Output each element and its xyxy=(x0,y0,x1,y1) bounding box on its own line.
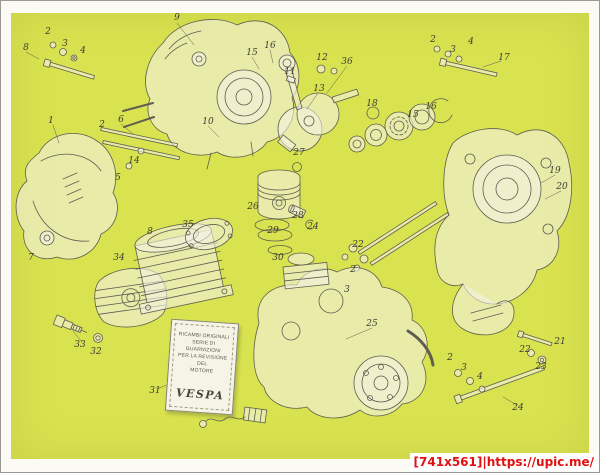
part-callout-5: 5 xyxy=(115,173,121,183)
part-callout-9: 9 xyxy=(174,13,180,23)
part-callout-31: 31 xyxy=(149,386,161,396)
part-callout-8: 8 xyxy=(147,227,153,237)
part-callout-12: 12 xyxy=(316,53,328,63)
gasket-drawing xyxy=(185,217,233,251)
part-callout-33: 33 xyxy=(74,340,86,350)
part-callout-17: 17 xyxy=(498,53,510,63)
part-callout-34: 34 xyxy=(113,253,125,263)
spark-plug-drawing xyxy=(52,314,103,343)
assembled-engine-drawing xyxy=(199,252,435,428)
fan-cover-drawing xyxy=(15,133,118,260)
part-callout-22: 22 xyxy=(352,240,364,250)
part-callout-35: 35 xyxy=(182,220,194,230)
part-callout-27: 27 xyxy=(293,148,305,158)
part-callout-24: 24 xyxy=(512,403,524,413)
part-callout-24: 24 xyxy=(307,222,319,232)
leader-lines xyxy=(25,22,562,406)
piston-drawing xyxy=(254,169,315,255)
part-callout-14: 14 xyxy=(128,156,140,166)
part-callout-21: 21 xyxy=(554,337,566,347)
part-callout-18: 18 xyxy=(366,99,378,109)
part-callout-36: 36 xyxy=(341,57,353,67)
part-callout-20: 20 xyxy=(556,182,568,192)
part-callout-32: 32 xyxy=(90,347,102,357)
watermark: [741x561]|https://upic.me/ xyxy=(409,453,598,471)
part-callout-15: 15 xyxy=(407,110,419,120)
part-callout-2: 2 xyxy=(350,265,356,275)
part-callout-7: 7 xyxy=(28,253,34,263)
rear-crankcase-drawing xyxy=(434,128,573,336)
part-callout-28: 28 xyxy=(292,211,304,221)
part-callout-3: 3 xyxy=(344,285,350,295)
part-callout-3: 3 xyxy=(461,363,467,373)
part-callout-2: 2 xyxy=(45,27,51,37)
part-callout-13: 13 xyxy=(313,84,325,94)
part-callout-2: 2 xyxy=(99,120,105,130)
part-callout-3: 3 xyxy=(450,45,456,55)
bearing-seal-cluster-drawing xyxy=(348,98,453,153)
part-callout-25: 25 xyxy=(366,319,378,329)
part-callout-16: 16 xyxy=(264,41,276,51)
fasteners-drawing xyxy=(42,41,553,405)
part-callout-29: 29 xyxy=(267,226,279,236)
part-callout-16: 16 xyxy=(425,102,437,112)
part-callout-1: 1 xyxy=(48,116,54,126)
part-callout-22: 22 xyxy=(519,345,531,355)
part-callout-30: 30 xyxy=(272,253,284,263)
part-callout-19: 19 xyxy=(549,166,561,176)
part-callout-10: 10 xyxy=(202,117,214,127)
part-callout-2: 2 xyxy=(447,353,453,363)
part-callout-4: 4 xyxy=(477,372,483,382)
part-callout-23: 23 xyxy=(535,362,547,372)
part-callout-3: 3 xyxy=(62,39,68,49)
part-callout-4: 4 xyxy=(468,37,474,47)
crankshaft-drawing xyxy=(277,54,360,172)
part-callout-2: 2 xyxy=(430,35,436,45)
part-callout-15: 15 xyxy=(246,48,258,58)
part-callout-8: 8 xyxy=(23,43,29,53)
part-callout-11: 11 xyxy=(284,67,296,77)
part-callout-26: 26 xyxy=(247,202,259,212)
part-callout-4: 4 xyxy=(80,46,86,56)
part-callout-6: 6 xyxy=(118,115,124,125)
crankcase-half-drawing xyxy=(122,19,300,170)
